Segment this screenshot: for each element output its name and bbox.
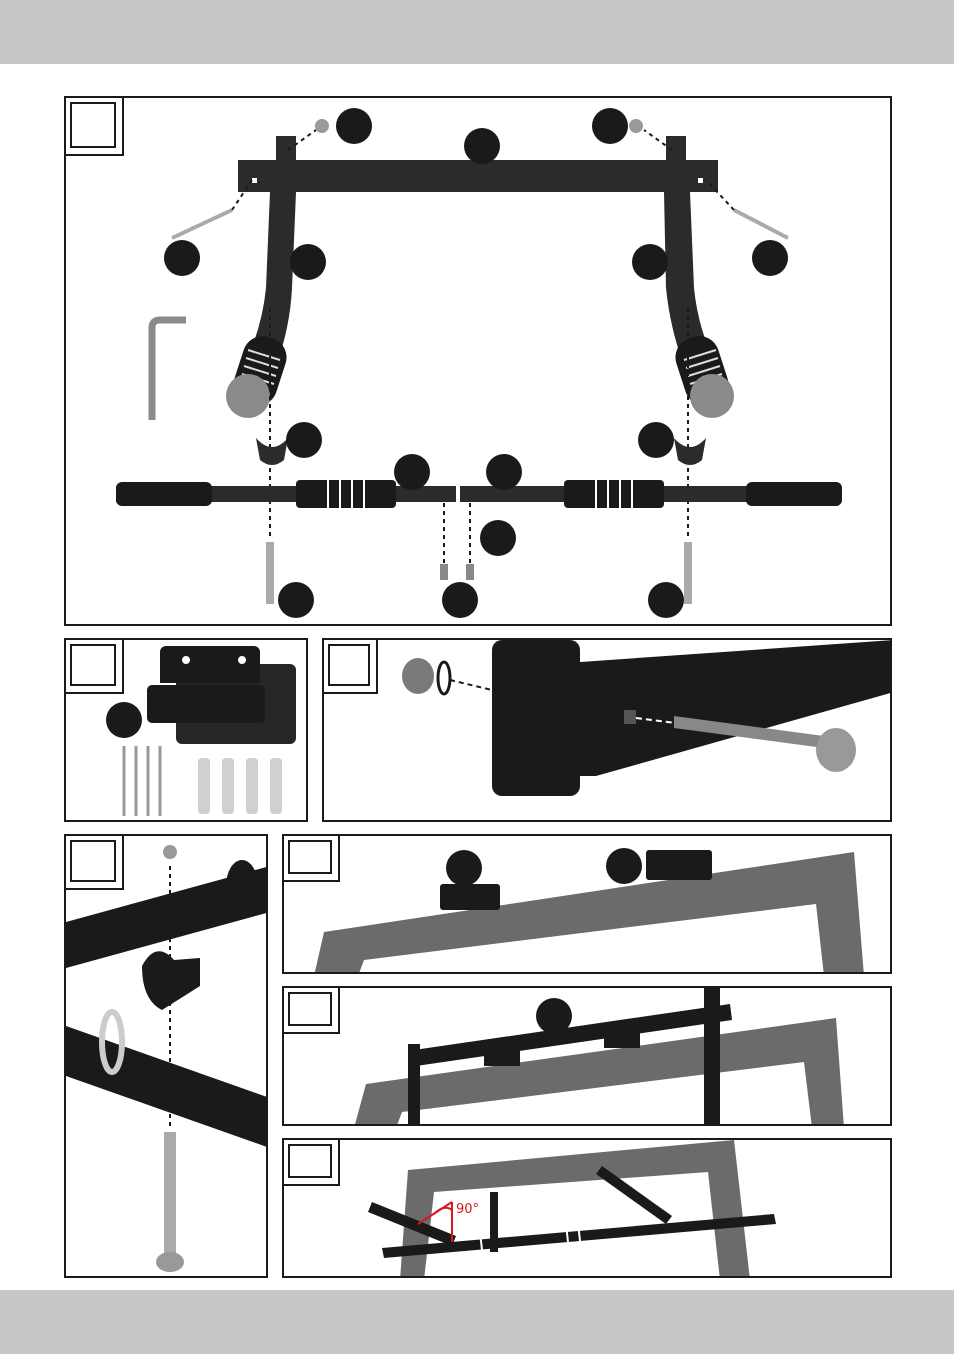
door-frame-icon — [314, 852, 864, 972]
fig-c-label-tab — [324, 640, 378, 694]
screw-icon — [156, 1132, 184, 1272]
screw-icon — [122, 746, 162, 816]
angled-right-bar — [596, 1166, 672, 1224]
bracket-left — [440, 884, 500, 910]
fig-d-label-tab — [66, 836, 124, 890]
right-arm — [664, 192, 716, 366]
left-grip — [226, 336, 287, 418]
top-crossbar — [238, 160, 718, 192]
bracket-right — [646, 850, 712, 880]
top-band — [0, 0, 954, 64]
lower-bar-right — [460, 480, 842, 508]
fig-g-angled-position: 90° — [282, 1138, 892, 1278]
fig-e-label-tab — [284, 836, 340, 882]
washer-icon — [436, 660, 452, 696]
upper-tube — [66, 867, 266, 968]
door-frame — [355, 1018, 844, 1124]
nut-icon — [402, 658, 452, 696]
fig-f-label-tab — [284, 988, 340, 1034]
bracket-front-right — [176, 664, 296, 744]
allen-key-icon — [148, 316, 186, 420]
angle-label: 90° — [456, 1202, 480, 1217]
fig-d-bar-mounting-detail — [64, 834, 268, 1278]
reference-markers — [164, 108, 788, 618]
angled-left-bar — [368, 1202, 456, 1246]
fig-e-brackets-on-frame — [282, 834, 892, 974]
fig-g-label-tab — [284, 1140, 340, 1186]
fig-c-nut-and-screw-detail — [322, 638, 892, 822]
lower-bar-left — [116, 480, 456, 508]
wall-plug-icon — [198, 758, 282, 814]
square-tube — [552, 640, 890, 776]
bottom-band — [0, 1290, 954, 1354]
fig-b-label-tab — [66, 640, 124, 694]
fig-a-exploded-view — [64, 96, 892, 626]
nut-icon — [163, 845, 177, 859]
fig-f-bar-on-frame — [282, 986, 892, 1126]
left-arm — [244, 192, 296, 366]
fig-b-brackets-and-screws — [64, 638, 308, 822]
door-frame — [400, 1140, 750, 1276]
fig-a-label-tab — [66, 98, 124, 156]
screw-icon — [674, 716, 856, 772]
lower-tube — [66, 1026, 266, 1147]
